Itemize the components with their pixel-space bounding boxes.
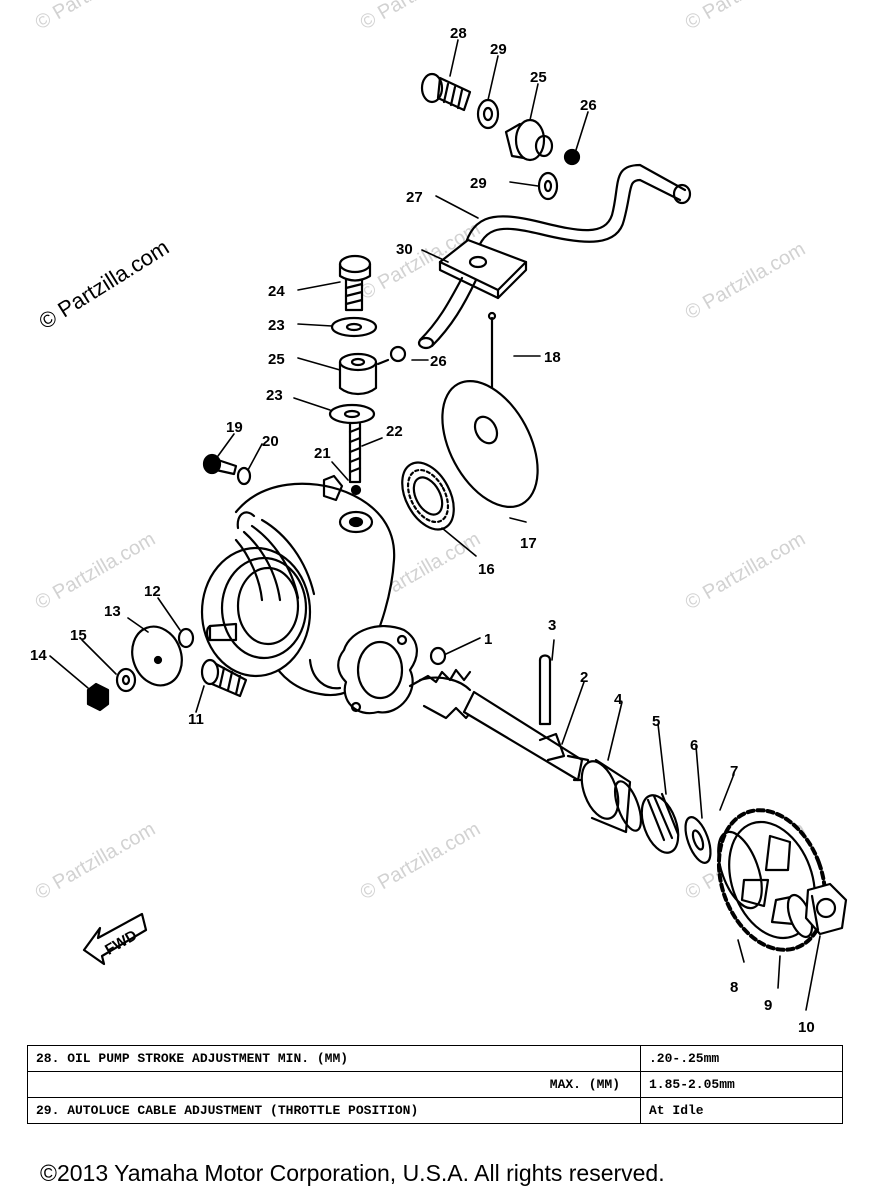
fwd-arrow xyxy=(82,912,148,966)
callout-28: 28 xyxy=(450,25,467,42)
spec-label: 28. OIL PUMP STROKE ADJUSTMENT MIN. (MM) xyxy=(27,1045,641,1072)
part-25-grommet-b xyxy=(338,352,378,396)
part-26-nut-b xyxy=(376,345,407,366)
part-16-bearing xyxy=(401,461,455,531)
callout-16: 16 xyxy=(478,561,495,578)
callout-30: 30 xyxy=(396,241,413,258)
spec-label: MAX. (MM) xyxy=(27,1071,641,1098)
part-13-plate xyxy=(131,625,183,687)
part-24-bolt xyxy=(338,254,372,312)
callout-9: 9 xyxy=(764,997,772,1014)
part-22-stud xyxy=(348,422,362,484)
part-14-nut xyxy=(86,682,110,712)
spec-table: 28. OIL PUMP STROKE ADJUSTMENT MIN. (MM)… xyxy=(27,1045,843,1124)
watermark: © Partzilla.com xyxy=(357,818,485,904)
watermarks: © Partzilla.com © Partzilla.com © Partzi… xyxy=(32,0,810,904)
part-29-washer xyxy=(476,98,500,130)
part-19-screw xyxy=(202,453,238,476)
callout-29-b: 29 xyxy=(470,175,487,192)
callout-14: 14 xyxy=(30,647,47,664)
part-17-disc xyxy=(441,379,539,509)
spec-value: .20-.25mm xyxy=(640,1045,843,1072)
callout-13: 13 xyxy=(104,603,121,620)
part-3-pin xyxy=(538,654,552,726)
part-25-grommet xyxy=(504,118,554,162)
part-1-gasket xyxy=(337,625,447,715)
part-26-nut xyxy=(563,148,581,166)
part-10-nut xyxy=(804,882,848,936)
watermark-main: © Partzilla.com xyxy=(34,234,173,334)
leader-lines xyxy=(49,39,821,1011)
spec-label: 29. AUTOLUCE CABLE ADJUSTMENT (THROTTLE … xyxy=(27,1097,641,1124)
callouts: 1 2 3 4 5 6 7 8 9 10 11 12 13 14 15 16 1… xyxy=(30,25,815,1036)
watermark: © Partzilla.com xyxy=(682,0,810,34)
part-18-pin xyxy=(487,311,497,402)
part-11-screw xyxy=(200,658,248,698)
watermark: © Partzilla.com xyxy=(32,528,160,614)
callout-22: 22 xyxy=(386,423,403,440)
part-21-ball xyxy=(350,484,362,496)
watermark: © Partzilla.com xyxy=(32,818,160,904)
callout-19: 19 xyxy=(226,419,243,436)
spec-row: 28. OIL PUMP STROKE ADJUSTMENT MIN. (MM)… xyxy=(27,1045,843,1072)
callout-23-b: 23 xyxy=(266,387,283,404)
parts-diagram: © Partzilla.com © Partzilla.com © Partzi… xyxy=(30,0,848,1036)
callout-23: 23 xyxy=(268,317,285,334)
callout-17: 17 xyxy=(520,535,537,552)
spec-value: At Idle xyxy=(640,1097,843,1124)
callout-15: 15 xyxy=(70,627,87,644)
callout-8: 8 xyxy=(730,979,738,996)
part-5-spring xyxy=(640,792,680,854)
callout-27: 27 xyxy=(406,189,423,206)
spec-value: 1.85-2.05mm xyxy=(640,1071,843,1098)
callout-25: 25 xyxy=(530,69,547,86)
callout-11: 11 xyxy=(188,711,204,728)
part-28-screw xyxy=(420,72,472,112)
callout-25-b: 25 xyxy=(268,351,285,368)
watermark: © Partzilla.com xyxy=(682,528,810,614)
part-27-lever-pipe xyxy=(417,163,692,350)
callout-4: 4 xyxy=(614,691,623,708)
callout-10: 10 xyxy=(798,1019,815,1036)
callout-2: 2 xyxy=(580,669,588,686)
part-2-shaft xyxy=(408,668,592,782)
callout-3: 3 xyxy=(548,617,556,634)
copyright-notice: ©2013 Yamaha Motor Corporation, U.S.A. A… xyxy=(40,1160,665,1186)
callout-29: 29 xyxy=(490,41,507,58)
callout-18: 18 xyxy=(544,349,561,366)
part-8-gear xyxy=(716,808,828,952)
watermark: © Partzilla.com xyxy=(682,238,810,324)
callout-7: 7 xyxy=(730,763,738,780)
callout-5: 5 xyxy=(652,713,660,730)
callout-6: 6 xyxy=(690,737,698,754)
part-20-washer xyxy=(236,466,252,486)
callout-24: 24 xyxy=(268,283,285,300)
part-4-collar xyxy=(580,758,643,834)
spec-row: 29. AUTOLUCE CABLE ADJUSTMENT (THROTTLE … xyxy=(27,1097,843,1124)
spec-row: MAX. (MM) 1.85-2.05mm xyxy=(27,1071,843,1098)
part-12-washer xyxy=(177,627,195,649)
watermark: © Partzilla.com xyxy=(32,0,160,34)
part-23-washer xyxy=(330,316,378,338)
callout-26-b: 26 xyxy=(430,353,447,370)
part-30-plate xyxy=(438,238,528,300)
callout-21: 21 xyxy=(314,445,331,462)
callout-1: 1 xyxy=(484,631,492,648)
callout-26: 26 xyxy=(580,97,597,114)
part-15-washer xyxy=(115,667,137,693)
part-23-washer-b xyxy=(328,403,376,425)
part-29-washer-b xyxy=(537,171,559,201)
part-6-washer xyxy=(684,816,712,864)
callout-12: 12 xyxy=(144,583,161,600)
callout-20: 20 xyxy=(262,433,279,450)
